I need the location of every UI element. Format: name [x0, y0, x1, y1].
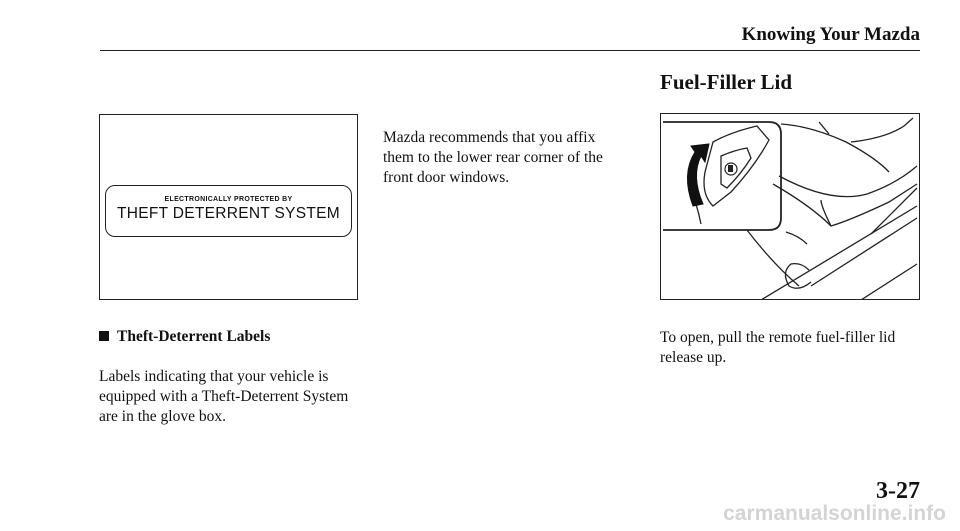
page-number: 3-27 [876, 478, 920, 504]
theft-labels-body: Labels indicating that your vehicle is e… [99, 368, 349, 425]
fuel-lid-instructions: To open, pull the remote fuel-filler lid… [660, 329, 896, 366]
header-title: Knowing Your Mazda [741, 24, 920, 45]
fuel-lid-illustration [660, 113, 920, 300]
fuel-lid-drawing [663, 117, 918, 299]
theft-labels-heading: Theft-Deterrent Labels [99, 328, 270, 346]
sticker-small-text: ELECTRONICALLY PROTECTED BY [164, 196, 293, 203]
fuel-pump-icon [724, 162, 738, 176]
theft-label-sticker: ELECTRONICALLY PROTECTED BY THEFT DETERR… [105, 185, 352, 237]
sticker-large-text: THEFT DETERRENT SYSTEM [116, 205, 341, 222]
section-title: Fuel-Filler Lid [660, 70, 793, 94]
bullet-square-icon [99, 331, 109, 341]
theft-labels-heading-text: Theft-Deterrent Labels [117, 328, 271, 345]
theft-label-figure: ELECTRONICALLY PROTECTED BY THEFT DETERR… [99, 114, 358, 300]
watermark: carmanualsonline.info [723, 502, 946, 525]
header-rule [100, 50, 920, 51]
affix-instructions: Mazda recommends that you affix them to … [383, 129, 603, 186]
